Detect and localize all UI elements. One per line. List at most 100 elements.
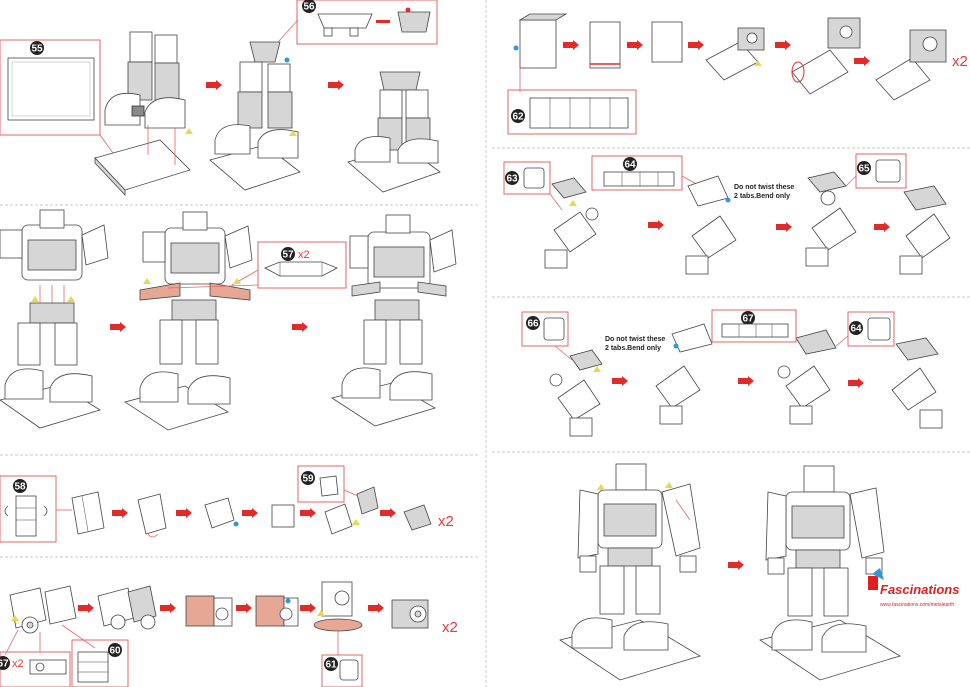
torso-panel [791,505,845,539]
glue-marker-blue [284,57,290,63]
arrow-icon [236,603,252,613]
arrow-icon [300,603,316,613]
step-marker [301,471,315,485]
leg-segment [691,215,737,259]
tab [4,505,9,517]
brand-name: Fascinations [880,582,959,597]
callout-box [855,153,907,189]
leader-line [167,284,259,289]
step-67-left-panel: 67 x2 [0,651,71,687]
leg-flat-part [529,97,629,129]
hand-part [271,504,295,528]
multiplier-label: x2 [438,513,454,530]
flat-part [29,659,67,675]
shoulder-flat-part [339,659,359,681]
instruction-note: Do not twist these [605,336,665,343]
arrow-icon [368,603,384,613]
finger-flat-part [319,475,339,497]
tab [349,27,359,37]
stand-base-side [94,156,126,197]
leg [363,319,387,365]
shoulder-plate [313,618,363,632]
leg-box [519,19,557,69]
waist-part [379,71,421,91]
step-marker [302,0,316,13]
head [615,463,647,491]
arm-joint-inner [26,621,34,629]
foot-segment [544,249,568,269]
arrow-icon [874,222,890,232]
arrow-icon [854,56,870,66]
leg [823,567,849,617]
step-number: 60 [109,646,121,657]
leader-line [4,629,19,656]
foot [397,138,439,164]
leg-box [651,21,683,63]
callout-box [521,311,569,347]
leader-line [549,193,563,211]
arm-part [127,585,157,623]
tab [43,505,48,517]
arm [661,483,701,557]
arrow-icon [612,376,628,386]
torso-panel [603,503,657,537]
head-mount [385,214,411,234]
cap-part [895,337,939,361]
cap-part [807,171,847,193]
step-66-panel: 66 [521,311,573,361]
arrow-icon [78,603,94,613]
brand-logo: Fascinations www.fascinations.com/metale… [868,568,959,608]
waist-part [795,549,841,569]
arrow-icon [328,80,344,90]
arm [142,231,166,263]
leg-upper [239,61,263,93]
leg-joint [922,36,938,52]
brand-url: www.fascinations.com/metalearth [880,602,954,608]
callout-box [0,475,57,543]
glue-marker-yellow [352,519,360,525]
foot [771,619,813,651]
robot-legs-assembly-3 [347,71,441,193]
step-number: 61 [325,660,337,671]
foot [104,92,141,126]
step-marker [108,643,122,657]
arrow-icon [776,222,792,232]
hand [767,557,785,575]
leg-upper [129,31,153,63]
leg-segment [905,213,951,259]
callout-box [297,465,345,503]
multiplier-label: x2 [298,249,310,261]
cap-part [551,177,587,199]
robot-torso-assembly-3 [331,214,457,427]
hand [579,555,597,573]
step-55-panel: 55 [0,39,119,161]
waist-flat-part [317,13,373,29]
leg [17,322,41,366]
multiplier-label: x2 [442,619,458,636]
arm [0,229,23,259]
step-64-panel-a: 64 [591,155,701,191]
glue-marker-yellow [665,482,673,488]
callout-box [296,0,438,45]
step-number: 58 [14,482,26,493]
cap-part [671,323,713,353]
arm-joint [215,607,229,621]
arrow-icon [206,80,222,90]
leg-segment [811,207,857,251]
step-63-panel: 63 [503,161,551,195]
arm [765,491,787,561]
strip-flat-part [603,171,675,187]
glue-marker-yellow [317,610,325,616]
step-marker [30,41,44,55]
step-number: 56 [303,2,315,13]
instruction-note: 2 tabs.Bend only [734,193,790,200]
glue-marker-blue [513,45,519,51]
glue-marker-yellow [289,130,297,136]
leg-lower [267,91,293,129]
callout-box [0,651,71,687]
glue-marker-blue [673,343,679,349]
leg-box-top [518,13,568,21]
step-number: 64 [850,324,862,335]
fold-line [81,495,89,532]
